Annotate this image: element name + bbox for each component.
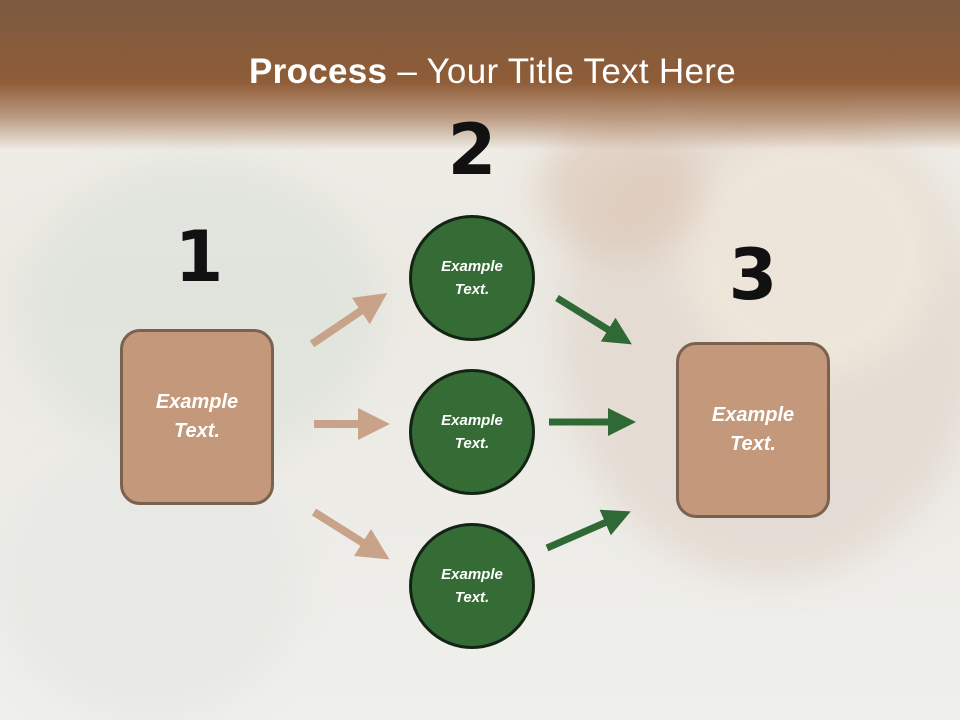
arrow-1-to-top	[309, 293, 388, 348]
step-2-text-middle: Example Text.	[441, 412, 503, 452]
step-number-2: 2	[447, 109, 497, 191]
step-2-text-bottom: Example Text.	[441, 566, 503, 606]
step-2-circle-middle: Example Text.	[409, 369, 535, 495]
arrow-top-to-3	[555, 295, 632, 345]
step-3-text: Example Text.	[711, 404, 795, 455]
step-number-1: 1	[174, 216, 224, 298]
step-2-circle-top: Example Text.	[409, 215, 535, 341]
title-bold: Process	[249, 52, 388, 91]
background-photo-shape	[680, 130, 940, 380]
step-2-text-top: Example Text.	[441, 258, 503, 298]
title-rest: – Your Title Text Here	[387, 52, 736, 91]
slide-title: Process – Your Title Text Here	[0, 52, 960, 92]
arrow-1-to-bottom	[311, 508, 390, 560]
step-1-box: Example Text.	[120, 329, 274, 505]
arrow-bottom-to-3	[545, 509, 631, 552]
step-3-box: Example Text.	[676, 342, 830, 518]
step-number-3: 3	[728, 234, 778, 316]
header-band	[0, 0, 960, 150]
step-2-circle-bottom: Example Text.	[409, 523, 535, 649]
step-1-text: Example Text.	[155, 391, 239, 442]
